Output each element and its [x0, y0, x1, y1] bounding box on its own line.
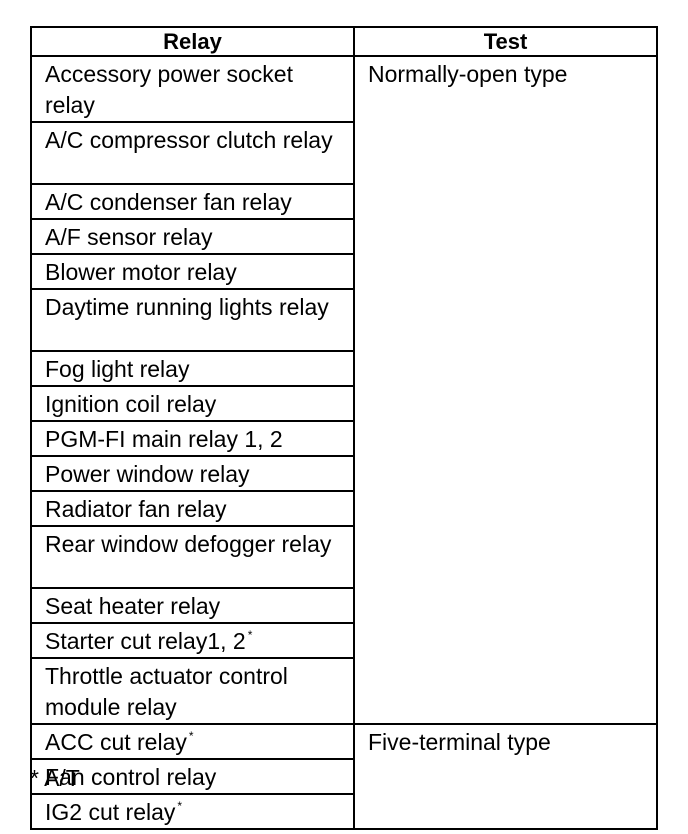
footnote-marker: * — [177, 799, 183, 813]
relay-name-cell: IG2 cut relay* — [30, 793, 355, 830]
relay-name-cell: Blower motor relay — [30, 253, 355, 290]
test-type-cell: Normally-open type — [353, 55, 658, 725]
test-column-header: Test — [353, 26, 658, 57]
relay-column-header: Relay — [30, 26, 355, 57]
table-row: Accessory power socket relay Normally-ope… — [30, 55, 658, 725]
relay-name: Radiator fan relay — [45, 496, 227, 522]
table-row: Seat heater relay — [30, 587, 657, 624]
table-row: ACC cut relay*Five-terminal type — [30, 723, 658, 830]
test-type-cell: Five-terminal type — [353, 723, 658, 830]
relay-name: PGM-FI main relay 1, 2 — [45, 426, 283, 452]
table-row: A/C compressor clutch relay — [30, 121, 657, 185]
table-row: Power window relay — [30, 455, 657, 492]
footnote: * A/T — [30, 765, 80, 791]
relay-name: A/C condenser fan relay — [45, 189, 292, 215]
footnote-marker: * — [188, 729, 194, 743]
relay-name: Daytime running lights relay — [45, 294, 329, 320]
table-row: IG2 cut relay* — [30, 793, 657, 830]
relay-name: IG2 cut relay — [45, 799, 176, 825]
relay-name-cell: A/C condenser fan relay — [30, 183, 355, 220]
relay-name: Starter cut relay1, 2 — [45, 628, 246, 654]
table-row: A/C condenser fan relay — [30, 183, 657, 220]
relay-name-cell: A/C compressor clutch relay — [30, 121, 355, 185]
table-row: A/F sensor relay — [30, 218, 657, 255]
table-row: Ignition coil relay — [30, 385, 657, 422]
relay-name: Rear window defogger relay — [45, 531, 332, 557]
relay-name: A/F sensor relay — [45, 224, 213, 250]
relay-name-cell: PGM-FI main relay 1, 2 — [30, 420, 355, 457]
relay-name-cell: Power window relay — [30, 455, 355, 492]
relay-name-cell: Rear window defogger relay — [30, 525, 355, 589]
relay-name-cell: Fan control relay — [30, 758, 355, 795]
relay-name-cell: Daytime running lights relay — [30, 288, 355, 352]
relay-name: Power window relay — [45, 461, 250, 487]
relay-table-body: Accessory power socket relay Normally-ope… — [30, 55, 658, 830]
relay-name-cell: Throttle actuator control module relay — [30, 657, 355, 725]
table-row: Rear window defogger relay — [30, 525, 657, 589]
relay-test-table: Relay Test Accessory power socket relay N… — [30, 26, 658, 830]
relay-name: A/C compressor clutch relay — [45, 127, 333, 153]
relay-name: Accessory power socket relay — [45, 61, 293, 118]
relay-name: Blower motor relay — [45, 259, 237, 285]
relay-name: Fog light relay — [45, 356, 190, 382]
relay-name-cell: Ignition coil relay — [30, 385, 355, 422]
table-row: PGM-FI main relay 1, 2 — [30, 420, 657, 457]
relay-name-cell: ACC cut relay* — [30, 723, 355, 760]
table-row: Radiator fan relay — [30, 490, 657, 527]
relay-name: Seat heater relay — [45, 593, 221, 619]
header-row: Relay Test — [30, 26, 658, 57]
relay-name-cell: Starter cut relay1, 2* — [30, 622, 355, 659]
footnote-marker: * — [247, 628, 253, 642]
relay-name-cell: Accessory power socket relay — [30, 55, 355, 123]
table-row: Fan control relay — [30, 758, 657, 795]
relay-name: Fan control relay — [45, 764, 217, 790]
table-row: Fog light relay — [30, 350, 657, 387]
relay-name: Ignition coil relay — [45, 391, 217, 417]
relay-name-cell: Seat heater relay — [30, 587, 355, 624]
table-row: Starter cut relay1, 2* — [30, 622, 657, 659]
relay-name: Throttle actuator control module relay — [45, 663, 288, 720]
table-row: Throttle actuator control module relay — [30, 657, 657, 725]
relay-name-cell: Radiator fan relay — [30, 490, 355, 527]
relay-name-cell: A/F sensor relay — [30, 218, 355, 255]
relay-name-cell: Fog light relay — [30, 350, 355, 387]
table-row: Daytime running lights relay — [30, 288, 657, 352]
relay-name: ACC cut relay — [45, 729, 187, 755]
table-row: Blower motor relay — [30, 253, 657, 290]
